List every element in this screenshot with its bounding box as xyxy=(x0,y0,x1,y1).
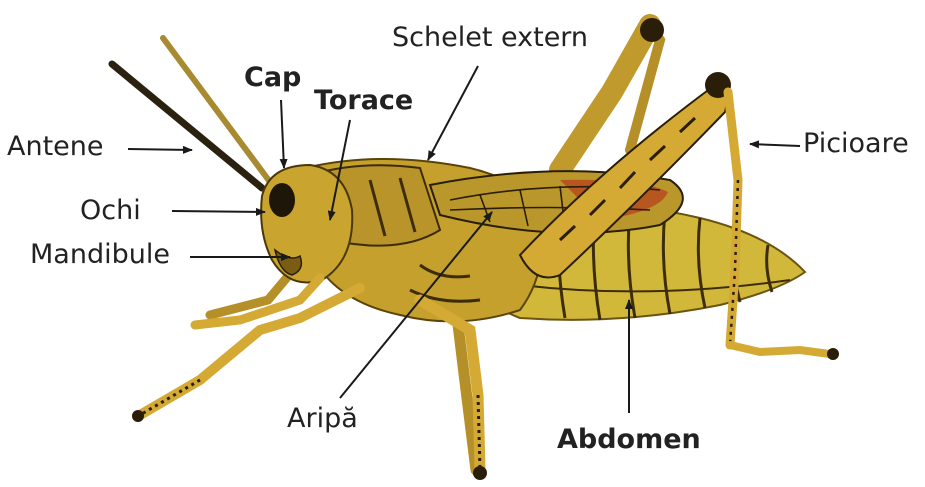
line-picioare xyxy=(750,144,800,146)
label-mandibule: Mandibule xyxy=(30,241,170,268)
label-torace: Torace xyxy=(314,87,413,114)
near-legs xyxy=(132,278,487,480)
antenna-2 xyxy=(163,38,270,182)
label-cap: Cap xyxy=(244,64,301,91)
line-schelet-extern xyxy=(428,66,478,160)
label-picioare: Picioare xyxy=(803,130,909,157)
antenna-1 xyxy=(112,64,262,188)
label-ochi: Ochi xyxy=(80,197,141,224)
line-cap xyxy=(281,100,284,168)
line-antene xyxy=(128,149,192,150)
eye xyxy=(269,183,295,217)
head-shape xyxy=(261,165,352,283)
label-abdomen: Abdomen xyxy=(557,426,701,453)
line-ochi xyxy=(172,211,265,212)
label-aripa: Aripă xyxy=(287,405,358,432)
label-schelet-extern: Schelet extern xyxy=(392,24,588,51)
label-antene: Antene xyxy=(7,133,104,160)
